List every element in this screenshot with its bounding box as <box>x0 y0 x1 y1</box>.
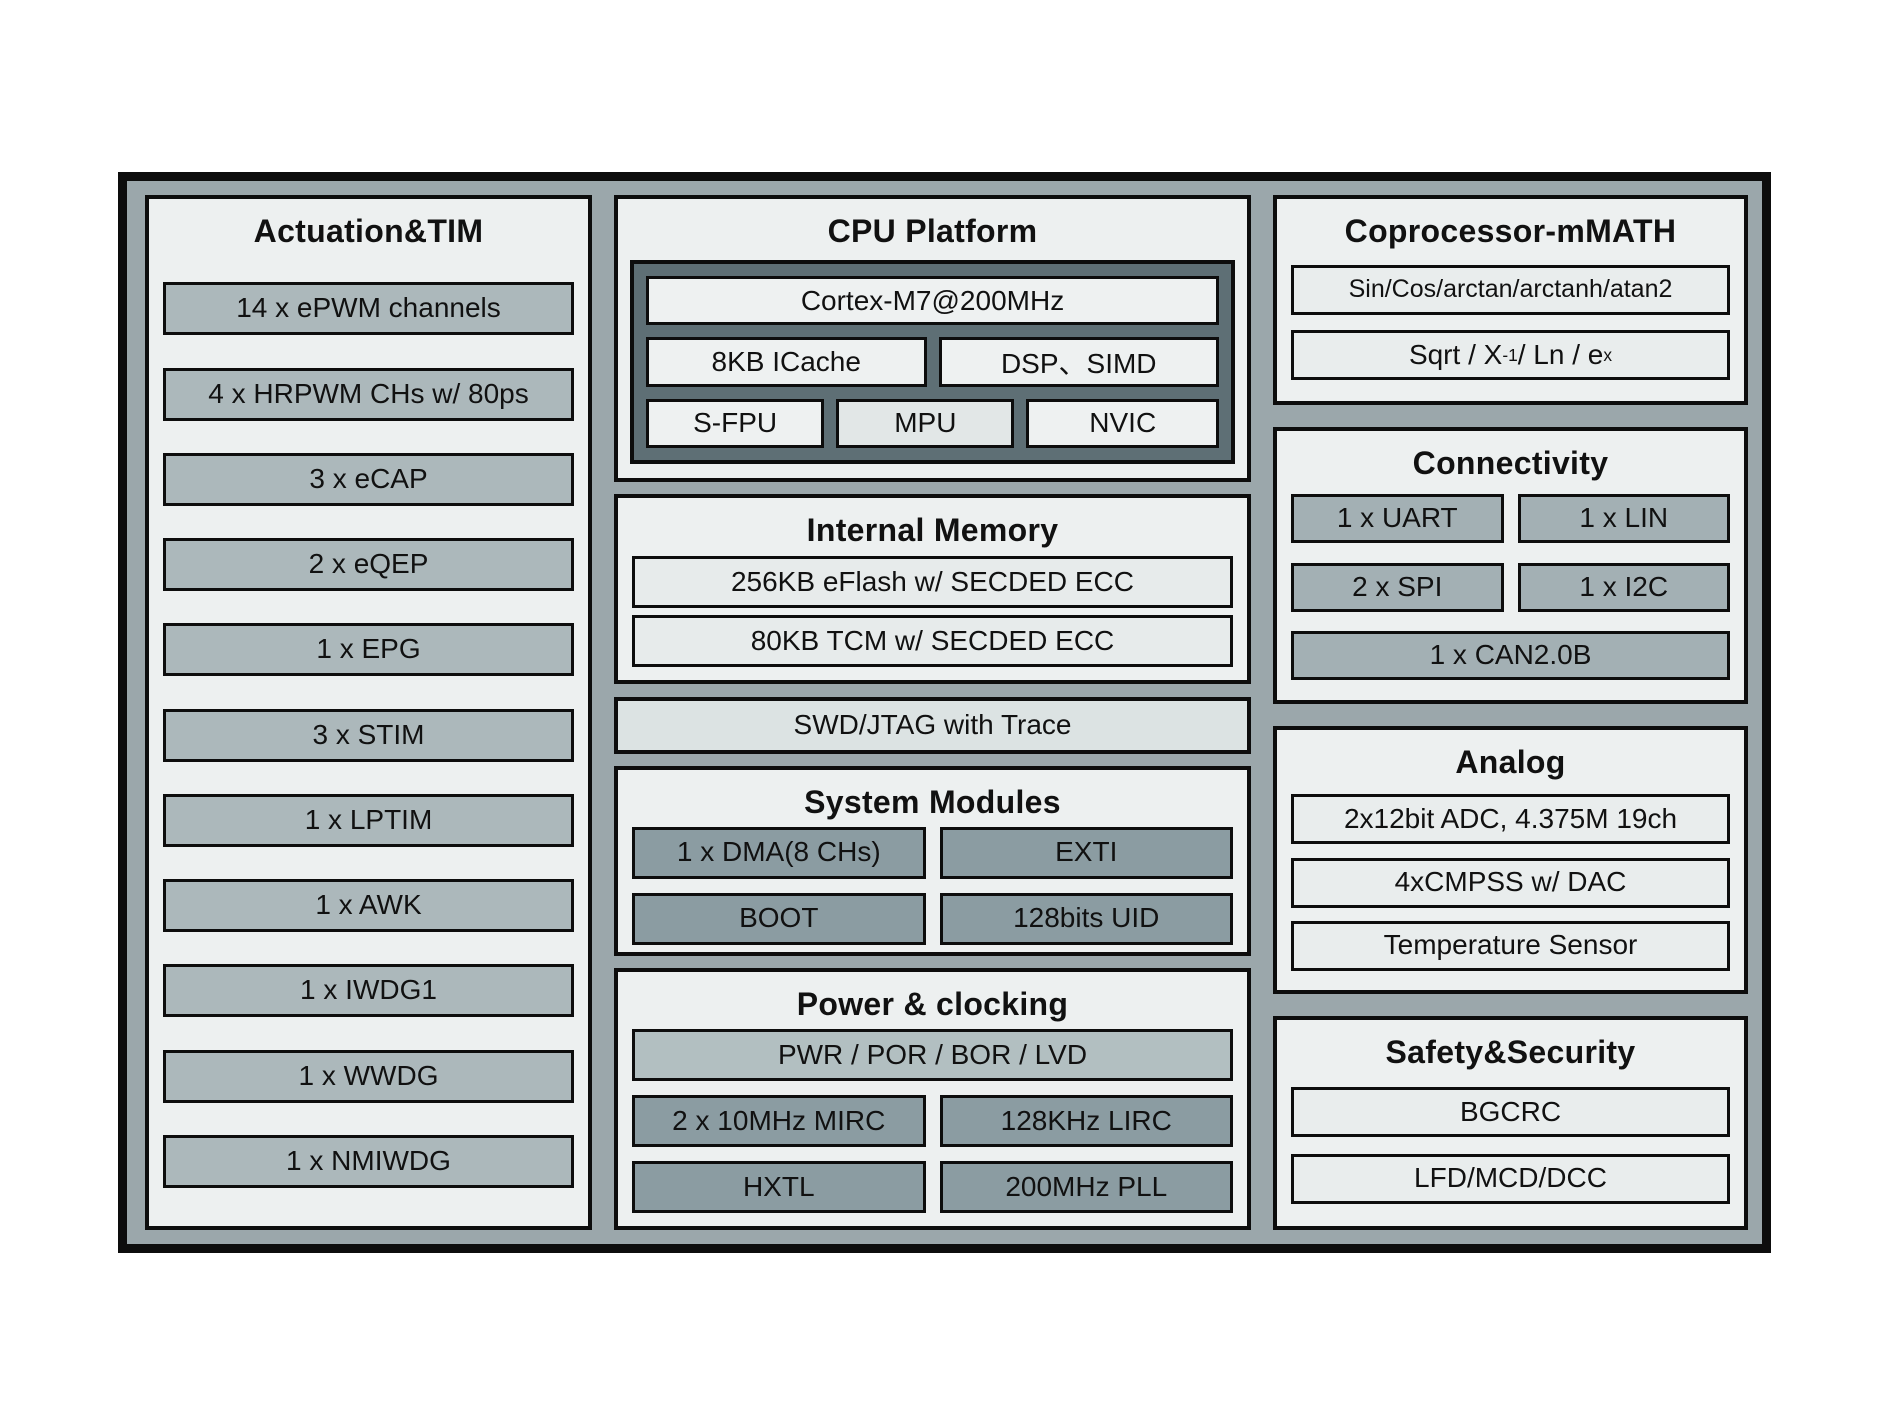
block-exti: EXTI <box>939 826 1233 879</box>
block-nvic: NVIC <box>1026 398 1219 448</box>
coprocessor-blocks: Sin/Cos/arctan/arctanh/atan2 Sqrt / X-1 … <box>1277 250 1744 401</box>
coprocessor-title: Coprocessor-mMATH <box>1344 213 1677 249</box>
block-iwdg1: 1 x IWDG1 <box>163 964 574 1018</box>
connectivity-title: Connectivity <box>1412 445 1609 481</box>
block-swd-jtag: SWD/JTAG with Trace <box>614 696 1251 754</box>
actuation-tim-title: Actuation&TIM <box>253 213 484 249</box>
block-hxtl: HXTL <box>632 1161 926 1213</box>
block-temp-sensor: Temperature Sensor <box>1291 920 1730 971</box>
memory-blocks: 256KB eFlash w/ SECDED ECC 80KB TCM w/ S… <box>618 549 1247 680</box>
actuation-tim-blocks: 14 x ePWM channels 4 x HRPWM CHs w/ 80ps… <box>149 250 588 1226</box>
system-modules-blocks: 1 x DMA(8 CHs) EXTI BOOT 128bits UID <box>618 821 1247 959</box>
power-clocking-blocks: PWR / POR / BOR / LVD 2 x 10MHz MIRC 128… <box>618 1023 1247 1227</box>
block-trig-functions: Sin/Cos/arctan/arctanh/atan2 <box>1291 265 1730 315</box>
block-icache: 8KB ICache <box>646 337 927 387</box>
block-tcm: 80KB TCM w/ SECDED ECC <box>632 615 1233 668</box>
block-ecap: 3 x eCAP <box>163 452 574 506</box>
cpu-cache-row: 8KB ICache DSP、SIMD <box>646 337 1219 387</box>
block-adc: 2x12bit ADC, 4.375M 19ch <box>1291 794 1730 845</box>
connectivity-blocks: 1 x UART 1 x LIN 2 x SPI 1 x I2C 1 x CAN… <box>1277 482 1744 700</box>
ln-text: / Ln / e <box>1517 338 1604 370</box>
block-uid: 128bits UID <box>939 892 1233 945</box>
panel-cpu-platform: CPU Platform Cortex-M7@200MHz 8KB ICache… <box>614 195 1251 482</box>
internal-memory-title: Internal Memory <box>806 512 1059 549</box>
block-hrpwm: 4 x HRPWM CHs w/ 80ps <box>163 367 574 421</box>
block-awk: 1 x AWK <box>163 879 574 932</box>
cpu-core-row: Cortex-M7@200MHz <box>646 276 1219 326</box>
panel-power-clocking: Power & clocking PWR / POR / BOR / LVD 2… <box>614 968 1251 1230</box>
system-modules-title: System Modules <box>804 783 1061 820</box>
block-bgcrc: BGCRC <box>1291 1087 1730 1138</box>
block-eflash: 256KB eFlash w/ SECDED ECC <box>632 556 1233 609</box>
block-nmiwdg: 1 x NMIWDG <box>163 1134 574 1188</box>
cpu-units-row: S-FPU MPU NVIC <box>646 398 1219 448</box>
panel-connectivity: Connectivity 1 x UART 1 x LIN 2 x SPI 1 … <box>1273 427 1748 704</box>
block-pwr-por-bor-lvd: PWR / POR / BOR / LVD <box>632 1029 1233 1081</box>
block-boot: BOOT <box>632 892 926 945</box>
block-pll: 200MHz PLL <box>939 1161 1233 1213</box>
chip-outline: Actuation&TIM 14 x ePWM channels 4 x HRP… <box>118 172 1771 1253</box>
middle-column: CPU Platform Cortex-M7@200MHz 8KB ICache… <box>614 195 1251 1230</box>
block-stim: 3 x STIM <box>163 708 574 762</box>
block-mpu: MPU <box>836 398 1015 448</box>
block-lfd-mcd-dcc: LFD/MCD/DCC <box>1291 1153 1730 1204</box>
cpu-platform-title: CPU Platform <box>827 213 1038 249</box>
sqrt-text: Sqrt / X <box>1408 338 1503 370</box>
block-wwdg: 1 x WWDG <box>163 1049 574 1103</box>
block-uart: 1 x UART <box>1291 493 1504 543</box>
block-spi: 2 x SPI <box>1291 562 1504 612</box>
block-cmpss: 4xCMPSS w/ DAC <box>1291 857 1730 908</box>
cpu-core-well: Cortex-M7@200MHz 8KB ICache DSP、SIMD S-F… <box>630 260 1235 464</box>
block-cortex-m7: Cortex-M7@200MHz <box>646 276 1219 326</box>
block-can: 1 x CAN2.0B <box>1291 631 1730 681</box>
block-dsp-simd: DSP、SIMD <box>938 337 1219 387</box>
block-eqep: 2 x eQEP <box>163 538 574 591</box>
block-mirc: 2 x 10MHz MIRC <box>632 1095 926 1147</box>
panel-coprocessor-mmath: Coprocessor-mMATH Sin/Cos/arctan/arctanh… <box>1273 195 1748 405</box>
block-i2c: 1 x I2C <box>1517 562 1730 612</box>
panel-internal-memory: Internal Memory 256KB eFlash w/ SECDED E… <box>614 494 1251 685</box>
block-sfpu: S-FPU <box>646 398 825 448</box>
panel-safety-security: Safety&Security BGCRC LFD/MCD/DCC <box>1273 1016 1748 1230</box>
safety-blocks: BGCRC LFD/MCD/DCC <box>1277 1071 1744 1226</box>
block-lirc: 128KHz LIRC <box>939 1095 1233 1147</box>
analog-title: Analog <box>1455 744 1566 780</box>
panel-system-modules: System Modules 1 x DMA(8 CHs) EXTI BOOT … <box>614 765 1251 959</box>
panel-actuation-tim: Actuation&TIM 14 x ePWM channels 4 x HRP… <box>145 195 592 1230</box>
block-lin: 1 x LIN <box>1517 493 1730 543</box>
safety-security-title: Safety&Security <box>1385 1034 1636 1070</box>
block-lptim: 1 x LPTIM <box>163 793 574 847</box>
block-epg: 1 x EPG <box>163 623 574 677</box>
block-dma: 1 x DMA(8 CHs) <box>632 826 926 879</box>
analog-blocks: 2x12bit ADC, 4.375M 19ch 4xCMPSS w/ DAC … <box>1277 781 1744 990</box>
right-column: Coprocessor-mMATH Sin/Cos/arctan/arctanh… <box>1273 195 1748 1230</box>
panel-analog: Analog 2x12bit ADC, 4.375M 19ch 4xCMPSS … <box>1273 726 1748 994</box>
power-clocking-title: Power & clocking <box>796 986 1069 1022</box>
block-epwm-channels: 14 x ePWM channels <box>163 282 574 336</box>
